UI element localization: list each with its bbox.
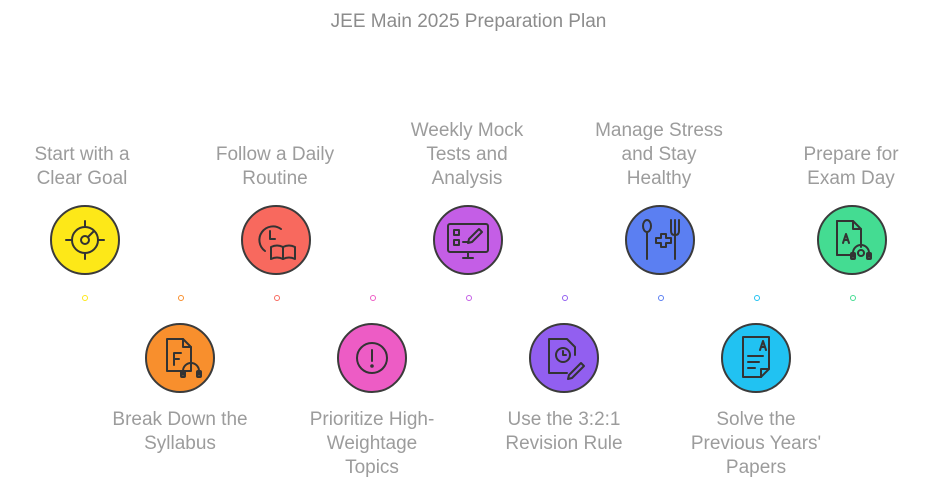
- step-1-label-line-2: Clear Goal: [36, 168, 128, 189]
- step-1-label-line-1: Start with a: [34, 144, 130, 165]
- step-1-circle: [50, 205, 120, 275]
- step-9-label-line-1: Prepare for: [803, 144, 899, 165]
- step-7-circle: [625, 205, 695, 275]
- health-utensils-icon: [642, 219, 680, 260]
- timeline-dot: [466, 295, 472, 301]
- step-3-label-line-2: Routine: [242, 168, 308, 189]
- diagram-title: JEE Main 2025 Preparation Plan: [330, 11, 607, 32]
- exam-paper-icon: [742, 336, 770, 378]
- step-3-label-line-1: Follow a Daily: [215, 144, 335, 165]
- step-8-label-line-2: Previous Years': [690, 433, 822, 454]
- timeline-dot: [82, 295, 88, 301]
- step-3-label: Follow a Daily Routine: [200, 143, 350, 191]
- clock-book-icon: [258, 225, 296, 260]
- step-7-label: Manage Stress and Stay Healthy: [584, 119, 734, 191]
- step-5-circle: [433, 205, 503, 275]
- step-9-label: Prepare for Exam Day: [776, 143, 926, 191]
- timeline-dot: [658, 295, 664, 301]
- step-5-label-line-1: Weekly Mock: [410, 120, 524, 141]
- step-8-circle: [721, 323, 791, 393]
- step-8-label: Solve the Previous Years' Papers: [681, 408, 831, 480]
- timeline-dot: [274, 295, 280, 301]
- step-2-label-line-2: Syllabus: [144, 433, 216, 454]
- timeline-dot: [562, 295, 568, 301]
- step-7-label-line-1: Manage Stress: [595, 120, 723, 141]
- step-2-circle: [145, 323, 215, 393]
- timeline-dot: [178, 295, 184, 301]
- step-8-label-line-1: Solve the: [716, 409, 796, 430]
- step-4-label: Prioritize High- Weightage Topics: [297, 408, 447, 480]
- step-2-label-line-1: Break Down the: [112, 409, 248, 430]
- document-clock-pen-icon: [548, 338, 585, 380]
- timeline-dot: [370, 295, 376, 301]
- target-gauge-icon: [65, 220, 105, 260]
- step-5-label: Weekly Mock Tests and Analysis: [392, 119, 542, 191]
- step-2-label: Break Down the Syllabus: [105, 408, 255, 456]
- step-4-label-line-1: Prioritize High-: [309, 409, 435, 430]
- step-4-label-line-3: Topics: [345, 457, 399, 478]
- step-7-label-line-3: Healthy: [626, 168, 692, 189]
- step-5-label-line-3: Analysis: [431, 168, 503, 189]
- file-headphones-icon: [166, 338, 202, 378]
- step-7-label-line-2: and Stay: [621, 144, 697, 165]
- monitor-checklist-icon: [447, 223, 489, 259]
- step-9-label-line-2: Exam Day: [807, 168, 895, 189]
- step-4-label-line-2: Weightage: [326, 433, 418, 454]
- step-8-label-line-3: Papers: [725, 457, 787, 478]
- step-1-label: Start with a Clear Goal: [7, 143, 157, 191]
- step-5-label-line-2: Tests and: [426, 144, 508, 165]
- step-6-label-line-2: Revision Rule: [505, 433, 623, 454]
- step-6-label-line-1: Use the 3:2:1: [507, 409, 621, 430]
- step-6-label: Use the 3:2:1 Revision Rule: [489, 408, 639, 456]
- timeline-dot: [850, 295, 856, 301]
- step-6-circle: [529, 323, 599, 393]
- step-9-circle: [817, 205, 887, 275]
- step-3-circle: [241, 205, 311, 275]
- exclamation-icon: [356, 342, 388, 374]
- exam-file-headset-icon: [836, 220, 872, 260]
- timeline-dot: [754, 295, 760, 301]
- step-4-circle: [337, 323, 407, 393]
